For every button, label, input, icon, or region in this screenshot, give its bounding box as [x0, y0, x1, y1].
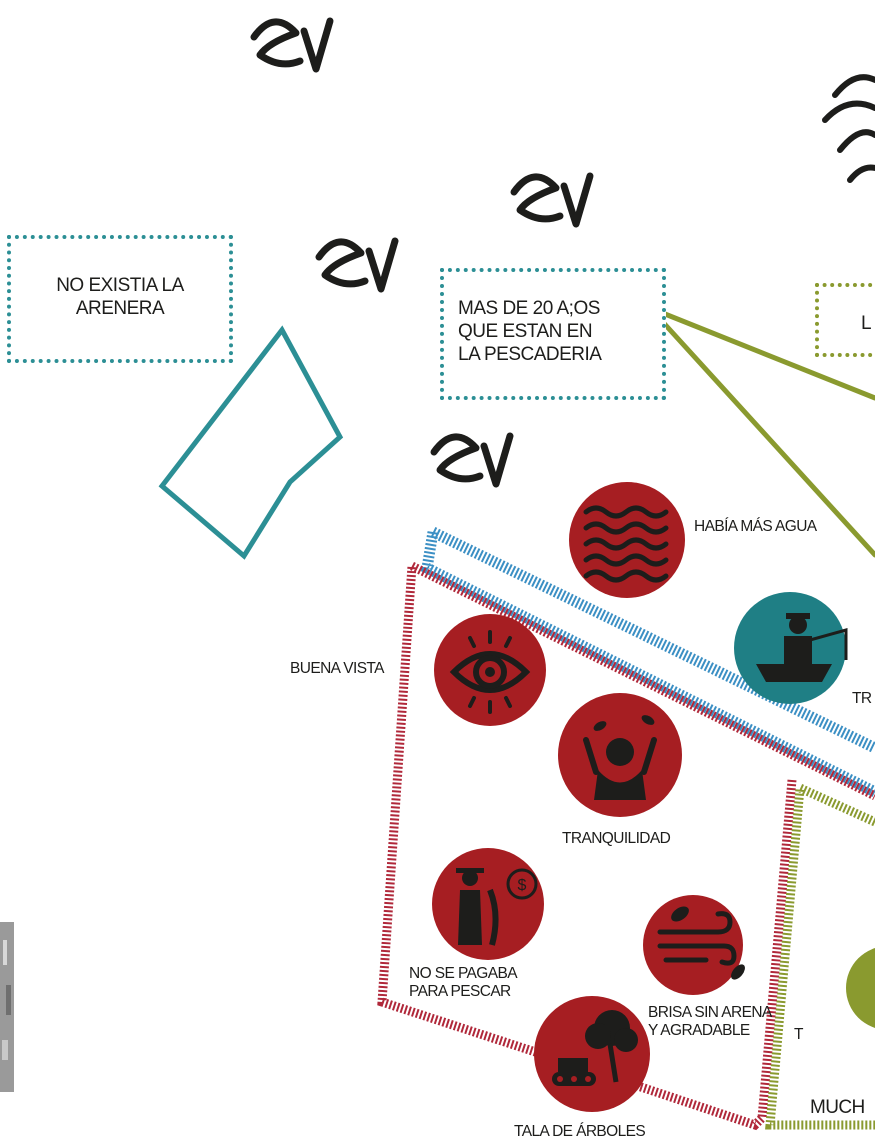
- water-waves-icon: [569, 482, 685, 598]
- bird-sketch-icon: [315, 237, 399, 293]
- svg-text:$: $: [518, 877, 527, 894]
- fisherman-boat-icon: [734, 592, 848, 704]
- label-breeze-suffix: T: [794, 1026, 803, 1043]
- crimson-zone-outline: [377, 561, 875, 1131]
- tree-bulldozer-icon: [534, 996, 650, 1112]
- label-view: BUENA VISTA: [290, 660, 385, 677]
- note-pescaderia: MAS DE 20 A;OS QUE ESTAN EN LA PESCADERI…: [440, 268, 666, 400]
- blue-zone-outline: [420, 527, 875, 797]
- teal-area-outline: [158, 325, 344, 560]
- hand-sketch-icon: [822, 74, 875, 183]
- photo-fragment: [0, 922, 14, 1092]
- note-arenera: NO EXISTIA LA ARENERA: [7, 235, 233, 363]
- bird-sketch-icon: [430, 432, 514, 488]
- relaxed-person-icon: [558, 693, 682, 817]
- bird-sketch-icon: [250, 17, 334, 73]
- label-trees: TALA DE ÁRBOLES: [514, 1123, 646, 1140]
- label-fisherman-partial: TR: [852, 690, 872, 707]
- label-fishing-pay: NO SE PAGABA PARA PESCAR: [409, 965, 518, 1000]
- eye-icon: [434, 614, 546, 726]
- bird-sketch-icon: [510, 172, 594, 228]
- label-water: HABÍA MÁS AGUA: [694, 518, 817, 535]
- note-right-partial: L: [815, 283, 875, 357]
- olive-marker: [846, 948, 875, 1028]
- olive-zone-outline: [765, 781, 875, 1130]
- label-bottom-right-partial: MUCH: [810, 1097, 865, 1118]
- label-calm: TRANQUILIDAD: [562, 830, 671, 847]
- olive-connector-lines: [647, 305, 875, 558]
- wind-leaves-icon: [643, 895, 745, 995]
- label-breeze: BRISA SIN ARENA Y AGRADABLE: [648, 1004, 772, 1039]
- fisher-with-money-icon: $: [432, 848, 544, 960]
